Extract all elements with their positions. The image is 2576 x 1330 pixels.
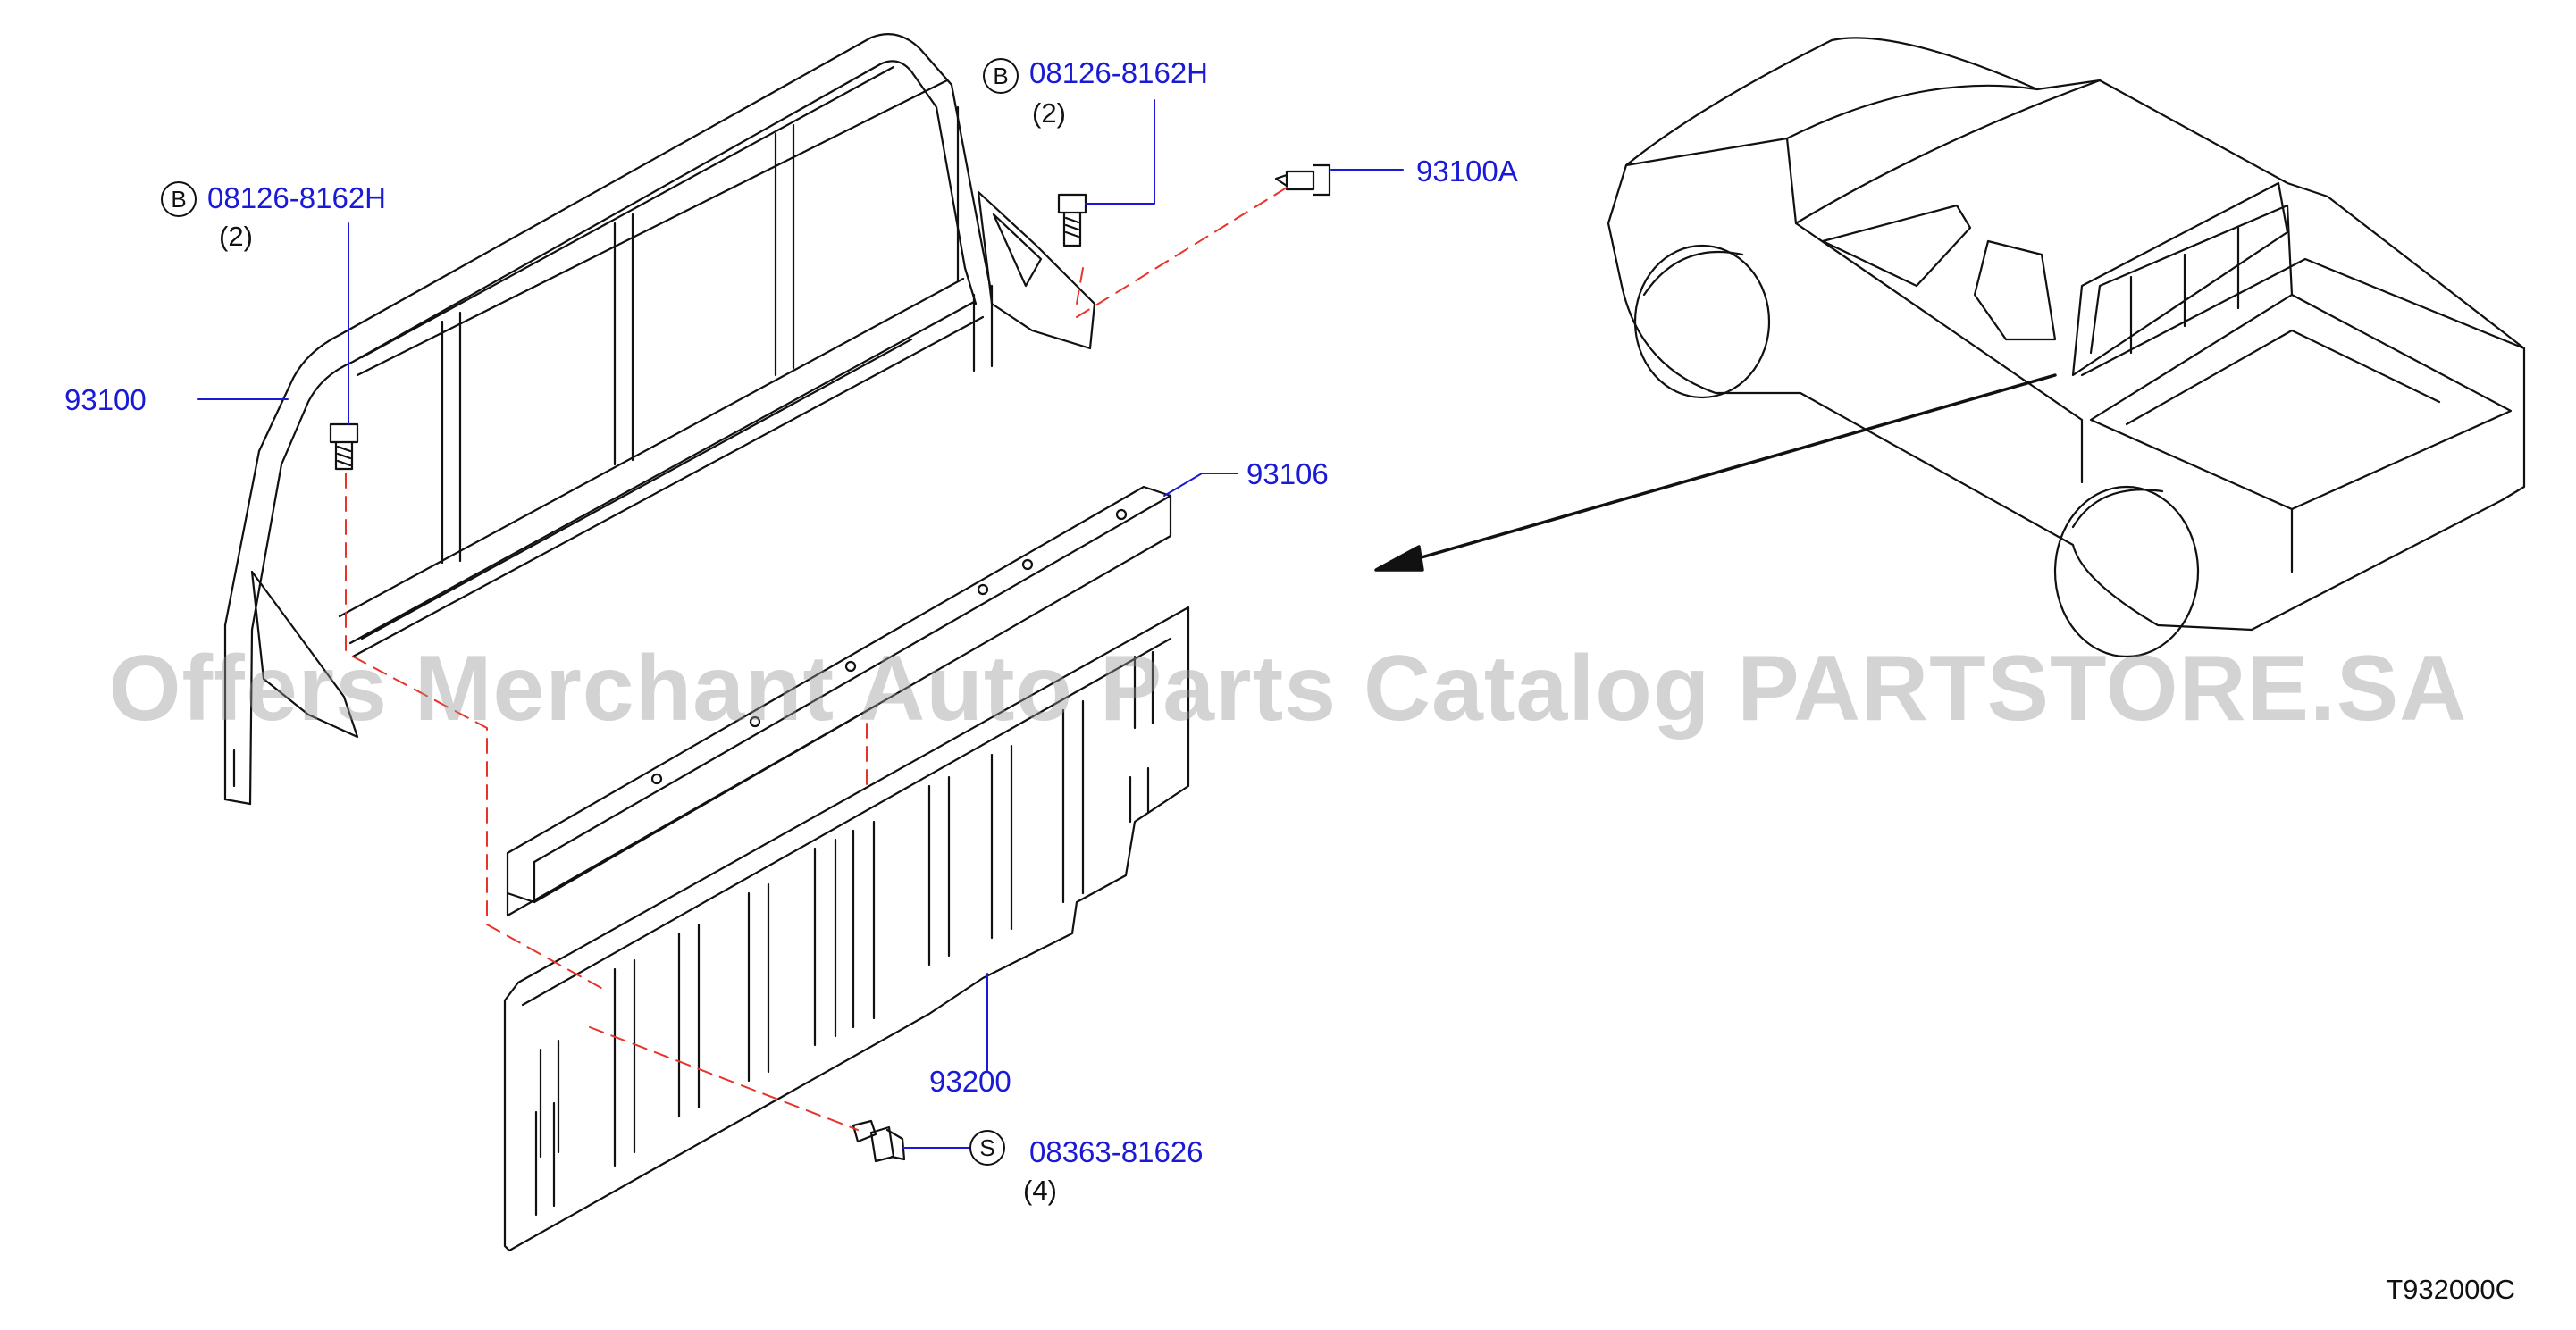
screw-s-quantity: (4) (1023, 1175, 1057, 1206)
panel-part-number[interactable]: 93200 (929, 1065, 1011, 1098)
bolt-93100a-icon (1274, 163, 1331, 197)
bolt-b-right-part-number[interactable]: 08126-8162H (1029, 56, 1208, 89)
view-arrow (1374, 373, 2057, 572)
panel-93200[interactable] (503, 606, 1190, 1252)
rail-part-number[interactable]: 93106 (1246, 457, 1329, 490)
guard-frame-part-number[interactable]: 93100 (64, 383, 147, 416)
truck-illustration (1607, 37, 2526, 658)
screw-s-icon (852, 1119, 906, 1163)
bolt-93100a-part-number[interactable]: 93100A (1416, 155, 1518, 188)
watermark-text: Offers Merchant Auto Parts Catalog PARTS… (108, 637, 2468, 740)
bolt-left-icon (329, 422, 359, 471)
bolt-right-icon (1057, 193, 1087, 247)
bolt-b-right-badge: B (983, 58, 1019, 94)
drawing-code: T932000C (2386, 1274, 2515, 1305)
install-dash-lines (345, 187, 1288, 1131)
bolt-b-left-quantity: (2) (219, 221, 253, 252)
bolt-b-right-quantity: (2) (1032, 97, 1066, 129)
screw-s-part-number[interactable]: 08363-81626 (1029, 1135, 1204, 1168)
screw-s-badge: S (969, 1130, 1005, 1166)
leader-lines (197, 99, 1404, 1149)
guard-frame-93100[interactable] (223, 33, 1096, 806)
bolt-b-left-badge: B (161, 181, 197, 217)
rail-93106[interactable] (506, 485, 1172, 917)
bolt-b-left-part-number[interactable]: 08126-8162H (207, 181, 386, 214)
